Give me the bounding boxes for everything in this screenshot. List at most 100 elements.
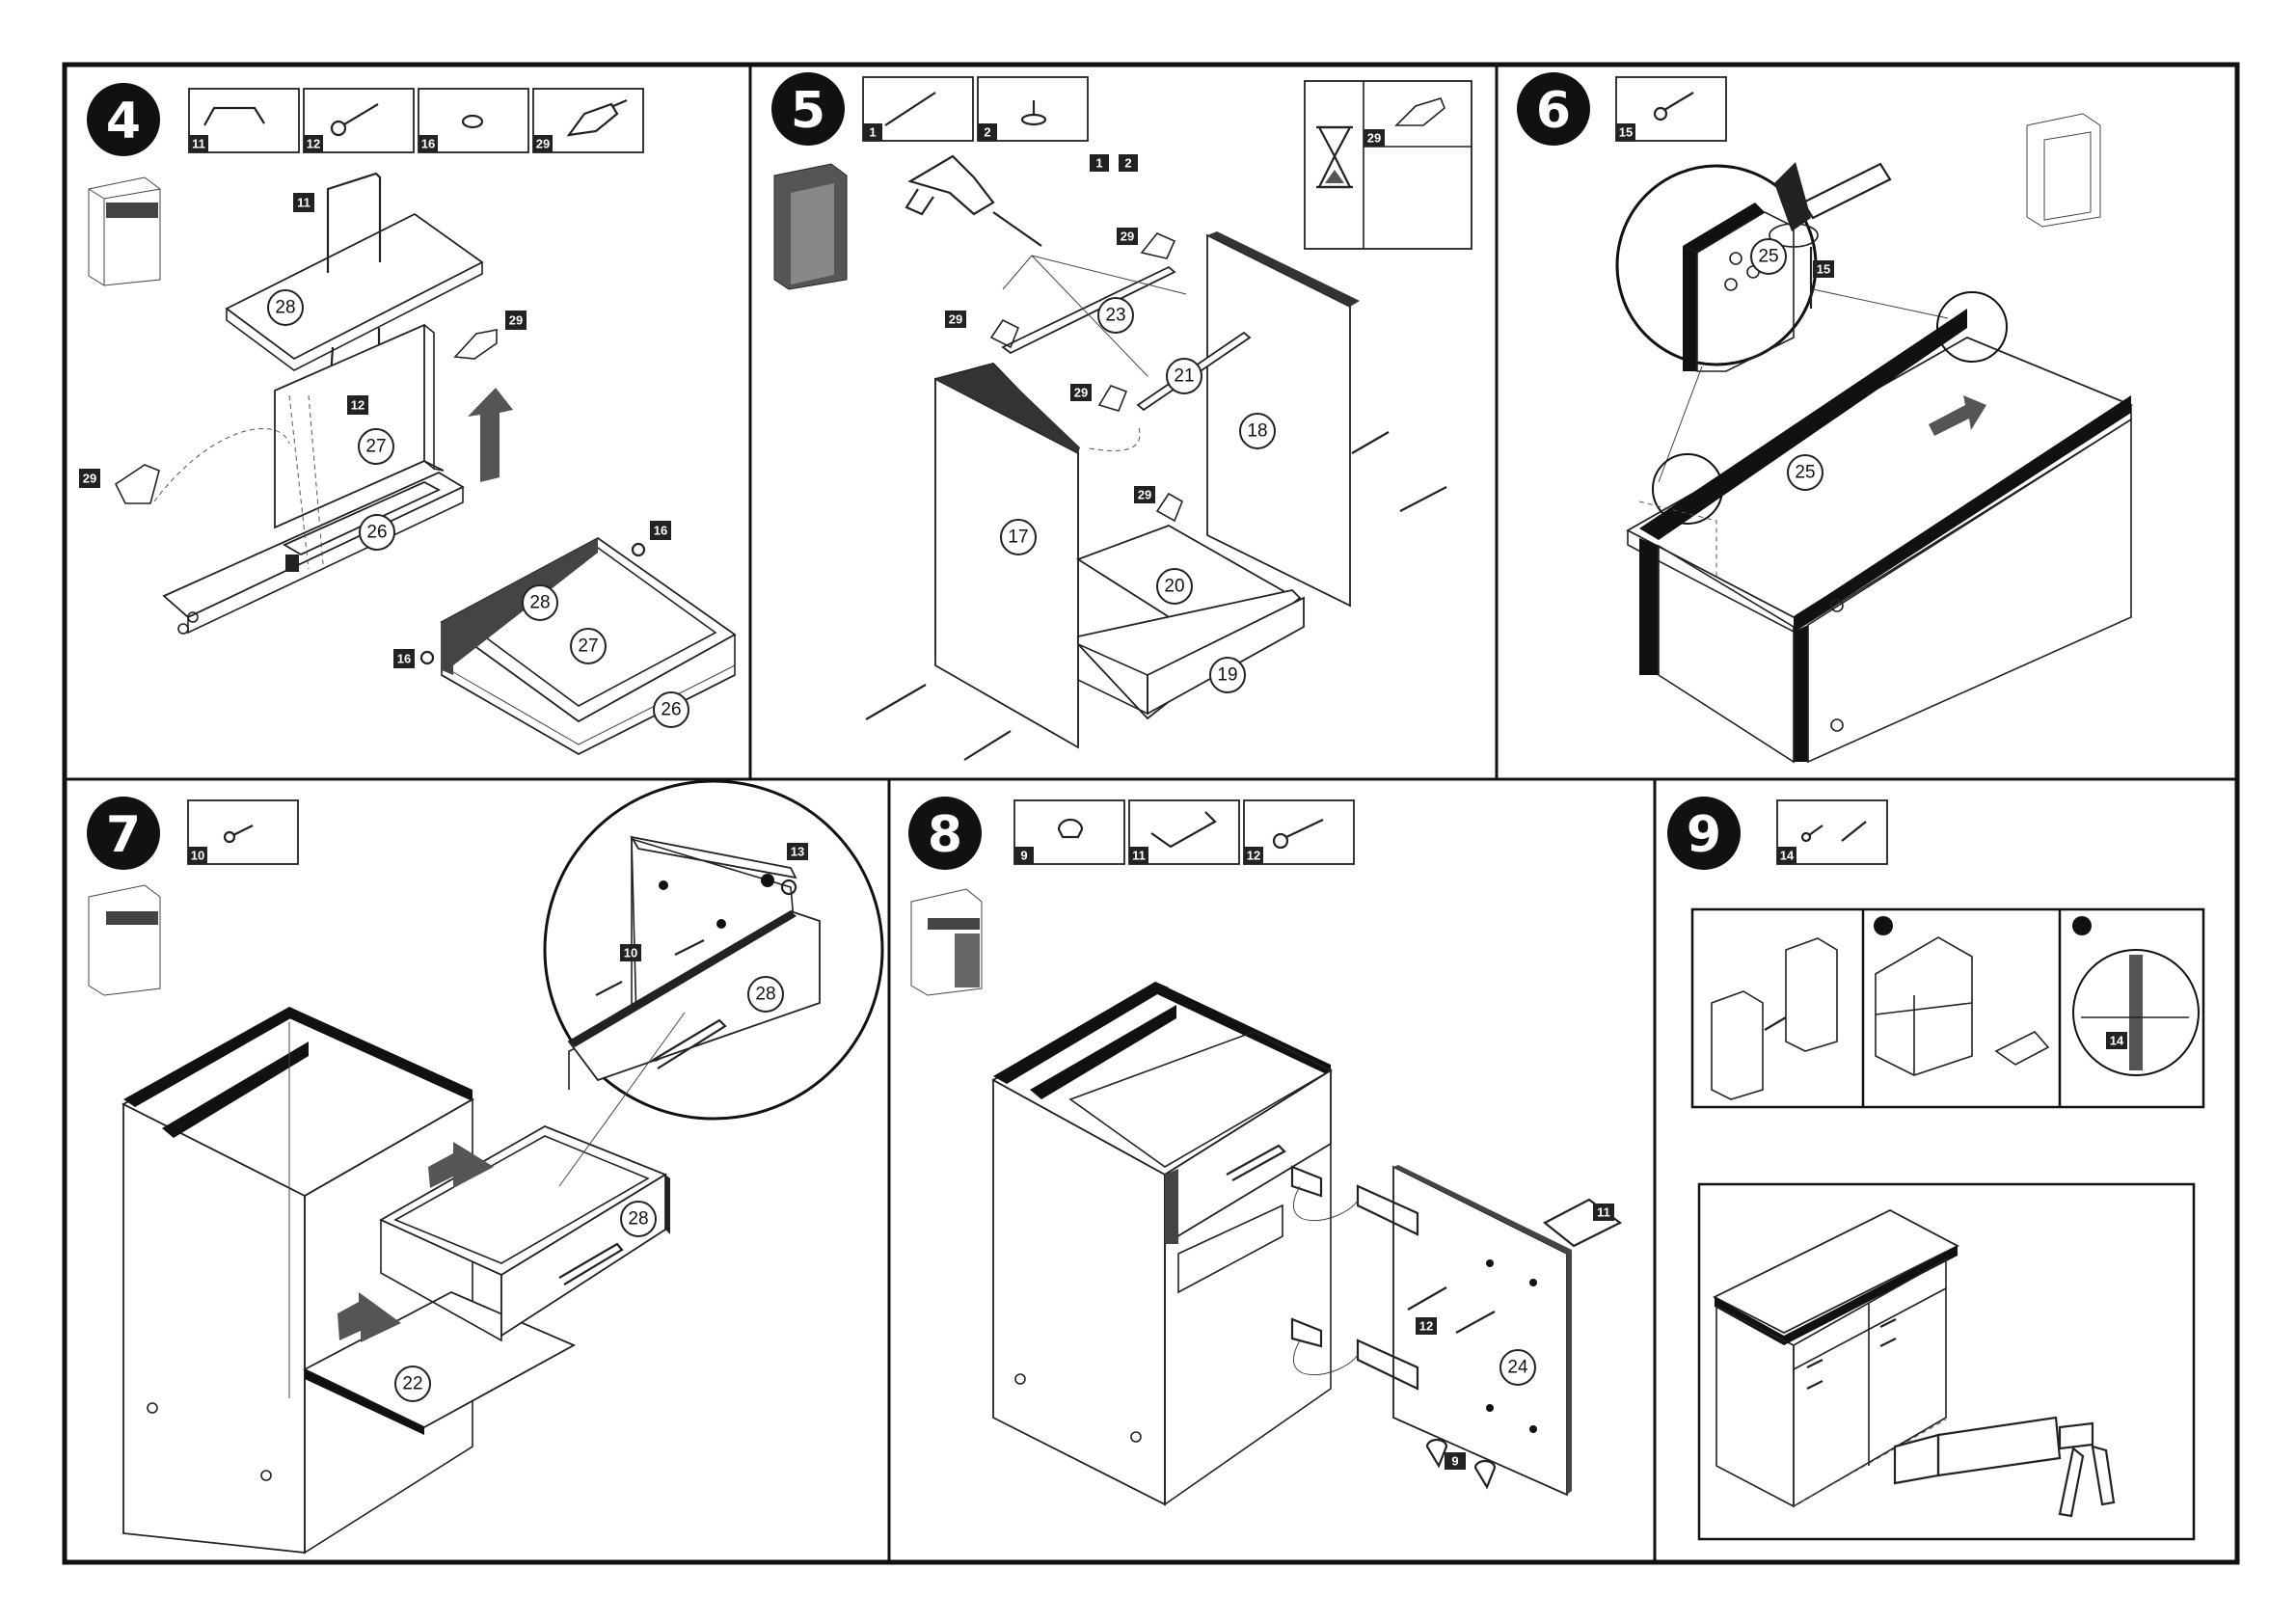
svg-text:29: 29 — [1121, 230, 1134, 244]
part-label-circle: 19 — [1210, 658, 1245, 692]
svg-text:15: 15 — [1619, 125, 1633, 140]
svg-text:16: 16 — [421, 137, 435, 151]
step-9-parts-list: 14 — [1777, 800, 1887, 864]
step-9-panel: 9 14 — [1667, 797, 2203, 1539]
step-5-parts-list: 1 2 — [863, 77, 1088, 141]
up-arrow-icon — [468, 388, 513, 482]
part-label-circle: 28 — [268, 290, 303, 325]
svg-text:25: 25 — [1795, 463, 1815, 483]
svg-text:2: 2 — [984, 125, 990, 140]
svg-text:29: 29 — [1367, 131, 1381, 146]
svg-text:19: 19 — [1217, 665, 1237, 686]
svg-text:15: 15 — [1817, 262, 1830, 277]
svg-text:28: 28 — [755, 985, 775, 1005]
part-label-circle: 21 — [1167, 359, 1202, 393]
cabinet-carcass — [993, 982, 1331, 1504]
svg-text:25: 25 — [1758, 247, 1778, 267]
svg-text:27: 27 — [578, 636, 598, 657]
svg-text:21: 21 — [1174, 366, 1194, 387]
part-label-circle: 17 — [1001, 520, 1036, 555]
step-6-parts-list: 15 — [1616, 77, 1726, 141]
part-label-circle: 25 — [1788, 455, 1823, 490]
svg-text:9: 9 — [1451, 1454, 1458, 1469]
step-4-number-badge: 4 — [87, 83, 160, 156]
svg-text:29: 29 — [83, 472, 96, 486]
svg-text:11: 11 — [1132, 849, 1146, 863]
svg-text:9: 9 — [1020, 849, 1027, 863]
svg-text:12: 12 — [351, 398, 365, 413]
svg-text:22: 22 — [402, 1374, 422, 1394]
step-7-number-badge: 7 — [87, 797, 160, 870]
part-label-circle: 27 — [359, 429, 393, 464]
part-label-circle: 28 — [523, 585, 557, 620]
svg-text:10: 10 — [191, 849, 204, 863]
drawer-front-panel — [227, 214, 482, 370]
svg-text:14: 14 — [2110, 1034, 2124, 1048]
svg-text:29: 29 — [536, 137, 550, 151]
step-8-parts-list: 9 11 12 — [1014, 800, 1354, 864]
glue-drying-box: 29 — [1305, 81, 1472, 249]
part-box: 12 — [1244, 800, 1354, 864]
part-box: 1 — [863, 77, 973, 141]
part-label-circle: 23 — [1098, 298, 1133, 333]
cabinet-left-side-panel — [935, 364, 1080, 747]
part-box: 12 — [304, 89, 414, 152]
svg-text:28: 28 — [275, 298, 295, 318]
svg-text:28: 28 — [628, 1209, 648, 1230]
step-5-number-badge: 5 — [771, 72, 845, 146]
svg-text:24: 24 — [1507, 1358, 1528, 1378]
drill-icon — [906, 156, 1041, 246]
part-label-circle: 22 — [395, 1366, 430, 1401]
part-box: 29 — [533, 89, 643, 152]
part-label-circle: 28 — [748, 977, 783, 1012]
svg-text:28: 28 — [529, 593, 550, 613]
svg-text:27: 27 — [365, 437, 386, 457]
cabinet-thumbnail — [911, 889, 982, 995]
step-7-parts-list: 10 — [188, 800, 298, 864]
cabinet-thumbnail — [89, 177, 160, 285]
svg-text:10: 10 — [624, 946, 637, 960]
svg-text:11: 11 — [192, 137, 205, 151]
cabinet-thumbnail — [89, 885, 160, 995]
cabinet-thumbnail — [774, 164, 847, 289]
svg-text:13: 13 — [791, 845, 804, 859]
svg-text:29: 29 — [949, 312, 962, 327]
cabinet-thumbnail — [2027, 114, 2100, 227]
svg-text:1: 1 — [869, 125, 876, 140]
cabinet-right-side-panel — [1207, 231, 1360, 606]
step-6-panel: 6 15 — [1517, 72, 2131, 762]
part-label-circle: 28 — [621, 1202, 656, 1236]
step-5-panel: 5 1 2 1 2 — [771, 72, 1472, 760]
svg-text:23: 23 — [1105, 306, 1125, 326]
part-label-circle: 26 — [360, 515, 394, 550]
cabinet-connection-diagram: 14 — [1692, 909, 2203, 1107]
part-box: 9 — [1014, 800, 1124, 864]
svg-text:12: 12 — [307, 137, 320, 151]
step-7-panel: 7 10 — [87, 781, 882, 1553]
svg-text:4: 4 — [106, 93, 141, 150]
svg-text:20: 20 — [1164, 577, 1184, 597]
glue-tube-icon — [455, 330, 497, 359]
step-8-number-badge: 8 — [908, 797, 982, 870]
zoom-detail-circle — [545, 781, 882, 1119]
svg-text:18: 18 — [1247, 421, 1267, 442]
svg-text:17: 17 — [1008, 527, 1028, 548]
svg-text:29: 29 — [1074, 386, 1088, 400]
part-box: 14 — [1777, 800, 1887, 864]
svg-text:16: 16 — [397, 652, 411, 666]
svg-text:14: 14 — [1780, 849, 1795, 863]
svg-text:29: 29 — [509, 313, 523, 328]
hammer-icon — [1774, 162, 1890, 231]
step-6-number-badge: 6 — [1517, 72, 1590, 146]
svg-text:1: 1 — [1095, 156, 1102, 171]
svg-text:16: 16 — [654, 524, 667, 538]
cabinet-body-top-view — [1628, 309, 2131, 762]
step-8-panel: 8 9 11 12 — [908, 797, 1620, 1504]
part-label-circle: 26 — [654, 692, 689, 727]
svg-text:12: 12 — [1247, 849, 1260, 863]
step-9-number-badge: 9 — [1667, 797, 1741, 870]
glue-tube-icon — [116, 465, 159, 503]
svg-text:5: 5 — [791, 82, 825, 140]
part-box: 11 — [189, 89, 299, 152]
